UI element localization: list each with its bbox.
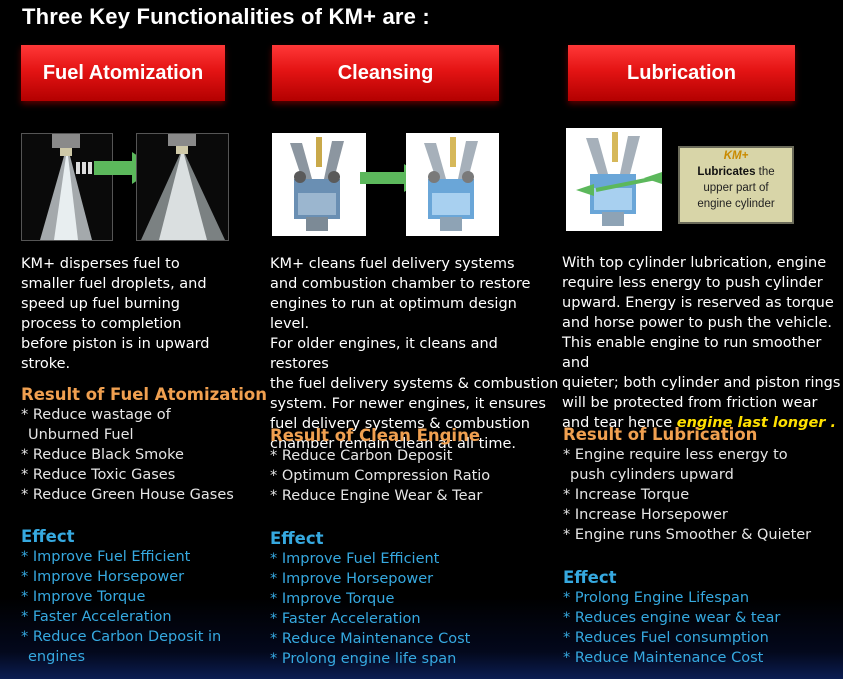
list-item: * Reduce Green House Gases bbox=[21, 487, 234, 503]
list-item: * Reduces engine wear & tear bbox=[563, 610, 781, 626]
list-item: Unburned Fuel bbox=[28, 427, 134, 443]
list-item: engines bbox=[28, 649, 86, 665]
list-item: * Optimum Compression Ratio bbox=[270, 468, 491, 484]
list-item: * Reduce Carbon Deposit in bbox=[21, 629, 222, 645]
text-line: With top cylinder lubrication, engine bbox=[562, 255, 827, 271]
text-line: KM+ cleans fuel delivery systems bbox=[270, 256, 515, 272]
result-heading: Result of Clean Engine bbox=[270, 426, 481, 445]
list-item: * Reduce Maintenance Cost bbox=[563, 650, 764, 666]
engine-lubrication-image bbox=[566, 128, 662, 231]
text-line: engines to run at optimum design level. bbox=[270, 296, 517, 332]
effect-list: * Improve Fuel Efficient * Improve Horse… bbox=[270, 549, 550, 669]
note-line-1: the bbox=[755, 166, 775, 178]
text-line: fuel delivery systems & combustion bbox=[270, 416, 530, 432]
note-lubricates-bold: Lubricates bbox=[697, 166, 756, 178]
heading-cleansing: Cleansing bbox=[272, 45, 499, 101]
result-list: * Reduce Carbon Deposit * Optimum Compre… bbox=[270, 446, 550, 506]
list-item: * Reduce Black Smoke bbox=[21, 447, 184, 463]
fuel-spray-fine-image bbox=[136, 133, 229, 241]
text-fragment: and tear hence bbox=[562, 415, 677, 431]
text-line: will be protected from friction wear bbox=[562, 395, 818, 411]
engine-clean-image bbox=[406, 133, 499, 236]
list-item: * Prolong Engine Lifespan bbox=[563, 590, 750, 606]
effect-heading: Effect bbox=[21, 527, 75, 546]
result-list: * Engine require less energy to push cyl… bbox=[563, 445, 838, 545]
list-item: * Improve Fuel Efficient bbox=[21, 549, 191, 565]
note-line-2: upper part of bbox=[703, 182, 769, 194]
text-line: This enable engine to run smoother and bbox=[562, 335, 822, 371]
result-list: * Reduce wastage of Unburned Fuel * Redu… bbox=[21, 405, 256, 505]
list-item: push cylinders upward bbox=[570, 467, 734, 483]
text-line: KM+ disperses fuel to bbox=[21, 256, 180, 272]
text-line: require less energy to push cylinder bbox=[562, 275, 823, 291]
effect-heading: Effect bbox=[270, 529, 324, 548]
text-line: For older engines, it cleans and restore… bbox=[270, 336, 498, 372]
text-line: upward. Energy is reserved as torque bbox=[562, 295, 834, 311]
heading-lubrication: Lubrication bbox=[568, 45, 795, 101]
result-heading: Result of Fuel Atomization bbox=[21, 385, 268, 404]
fuel-spray-coarse-image bbox=[21, 133, 113, 241]
text-line: the fuel delivery systems & combustion bbox=[270, 376, 559, 392]
text-line: and combustion chamber to restore bbox=[270, 276, 531, 292]
list-item: * Improve Fuel Efficient bbox=[270, 551, 440, 567]
page-title: Three Key Functionalities of KM+ are : bbox=[22, 4, 430, 29]
text-line: process to completion bbox=[21, 316, 182, 332]
cleansing-description: KM+ cleans fuel delivery systems and com… bbox=[270, 254, 560, 454]
list-item: * Engine require less energy to bbox=[563, 447, 788, 463]
list-item: * Reduce Maintenance Cost bbox=[270, 631, 471, 647]
list-item: * Improve Torque bbox=[21, 589, 146, 605]
km-brand-label: KM+ bbox=[723, 150, 749, 162]
effect-list: * Improve Fuel Efficient * Improve Horse… bbox=[21, 547, 256, 667]
list-item: * Reduces Fuel consumption bbox=[563, 630, 769, 646]
fuel-atomization-description: KM+ disperses fuel to smaller fuel dropl… bbox=[21, 254, 256, 374]
list-item: * Improve Horsepower bbox=[21, 569, 185, 585]
list-item: * Reduce wastage of bbox=[21, 407, 171, 423]
text-line: and horse power to push the vehicle. bbox=[562, 315, 832, 331]
list-item: * Reduce Toxic Gases bbox=[21, 467, 176, 483]
list-item: * Prolong engine life span bbox=[270, 651, 457, 667]
highlight-text: engine last longer . bbox=[676, 415, 837, 431]
note-line-3: engine cylinder bbox=[697, 198, 775, 210]
text-line: smaller fuel droplets, and bbox=[21, 276, 207, 292]
effect-list: * Prolong Engine Lifespan * Reduces engi… bbox=[563, 588, 838, 668]
list-item: * Increase Torque bbox=[563, 487, 690, 503]
text-line: speed up fuel burning bbox=[21, 296, 180, 312]
list-item: * Improve Torque bbox=[270, 591, 395, 607]
lubrication-description: With top cylinder lubrication, engine re… bbox=[562, 253, 843, 433]
lubricates-note: KM+ Lubricates the upper part of engine … bbox=[678, 146, 794, 224]
text-line: chamber remain clean at all time. bbox=[270, 436, 516, 452]
result-heading: Result of Lubrication bbox=[563, 425, 758, 444]
text-line: and tear hence engine last longer . bbox=[562, 413, 843, 433]
list-item: * Faster Acceleration bbox=[21, 609, 172, 625]
text-line: quieter; both cylinder and piston rings bbox=[562, 375, 841, 391]
engine-dirty-image bbox=[272, 133, 366, 236]
text-line: system. For newer engines, it ensures bbox=[270, 396, 546, 412]
list-item: * Faster Acceleration bbox=[270, 611, 421, 627]
list-item: * Improve Horsepower bbox=[270, 571, 434, 587]
text-line: before piston is in upward bbox=[21, 336, 210, 352]
list-item: * Engine runs Smoother & Quieter bbox=[563, 527, 812, 543]
list-item: * Reduce Carbon Deposit bbox=[270, 448, 453, 464]
list-item: * Reduce Engine Wear & Tear bbox=[270, 488, 483, 504]
list-item: * Increase Horsepower bbox=[563, 507, 728, 523]
effect-heading: Effect bbox=[563, 568, 617, 587]
text-line: stroke. bbox=[21, 356, 71, 372]
heading-fuel-atomization: Fuel Atomization bbox=[21, 45, 225, 101]
